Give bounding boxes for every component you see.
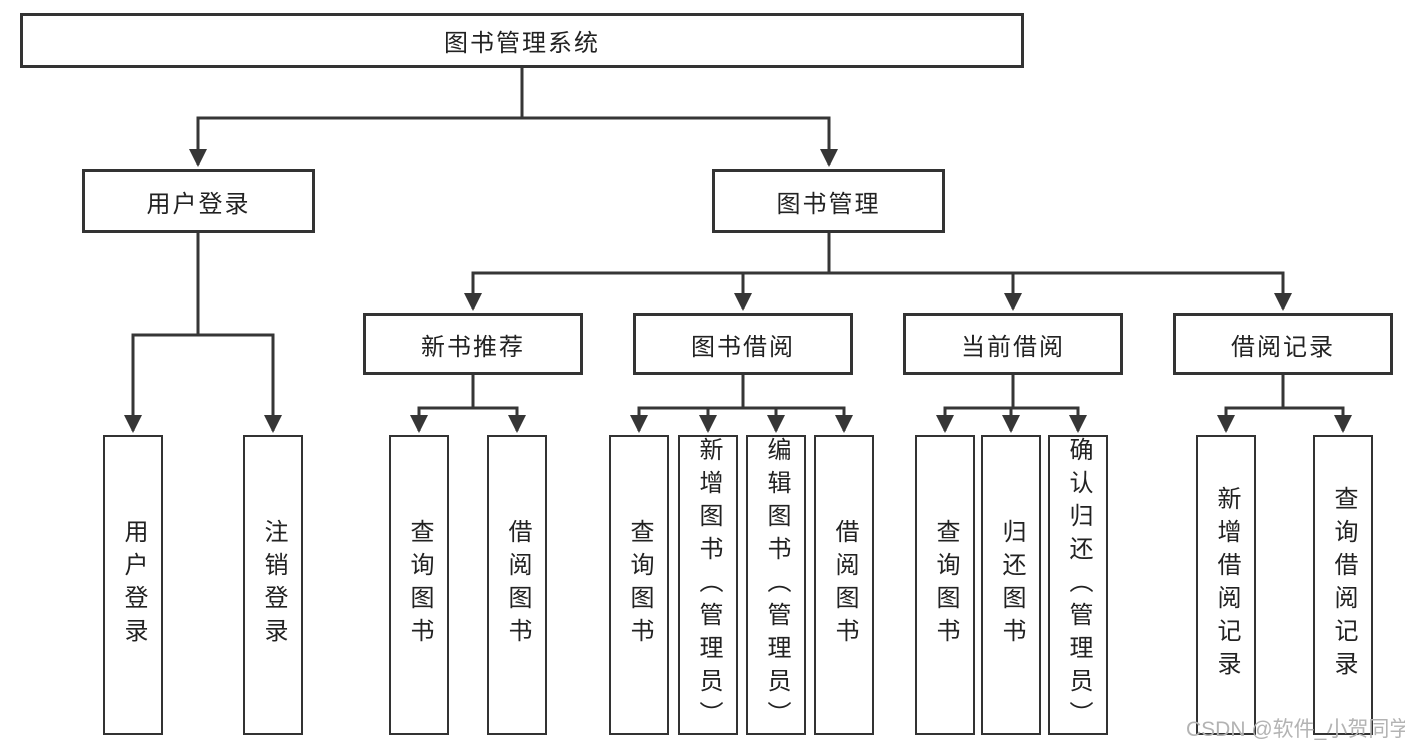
leaf-borrow-borrow-book: 借阅图书 <box>814 435 874 735</box>
leaf-borrow-edit-book: 编辑图书（管理员） <box>746 435 806 735</box>
leaf-borrow-borrow-book-label: 借阅图书 <box>831 519 858 651</box>
leaf-user-login-label: 用户登录 <box>120 519 147 651</box>
csdn-watermark: CSDN @软件_小贺同学 <box>1186 718 1405 741</box>
leaf-user-login: 用户登录 <box>103 435 163 735</box>
node-borrow-records: 借阅记录 <box>1173 313 1393 375</box>
leaf-borrow-add-book-label: 新增图书（管理员） <box>695 437 722 734</box>
leaf-records-query-record: 查询借阅记录 <box>1313 435 1373 735</box>
connector-book-mgmt-to-level3 <box>464 231 1292 311</box>
leaf-borrow-edit-book-label: 编辑图书（管理员） <box>763 437 790 734</box>
node-user-login: 用户登录 <box>82 169 315 233</box>
node-new-book-rec: 新书推荐 <box>363 313 583 375</box>
leaf-borrow-query-book-label: 查询图书 <box>626 519 653 651</box>
node-book-mgmt-label: 图书管理 <box>776 190 881 218</box>
node-user-login-label: 用户登录 <box>146 190 251 218</box>
leaf-current-confirm-return-label: 确认归还（管理员） <box>1065 437 1092 734</box>
leaf-current-return-book: 归还图书 <box>981 435 1041 735</box>
leaf-rec-borrow-book: 借阅图书 <box>487 435 547 735</box>
node-book-borrow-label: 图书借阅 <box>691 333 795 361</box>
connector-root-to-level2 <box>189 66 838 167</box>
node-current-borrow-label: 当前借阅 <box>961 333 1065 361</box>
leaf-borrow-query-book: 查询图书 <box>609 435 669 735</box>
connector-new-book-rec-children <box>410 373 526 433</box>
connector-user-login-children <box>124 231 282 433</box>
connector-current-borrow-children <box>936 373 1087 433</box>
leaf-current-return-book-label: 归还图书 <box>998 519 1025 651</box>
node-root-label: 图书管理系统 <box>444 30 600 57</box>
leaf-records-add-record-label: 新增借阅记录 <box>1213 486 1240 684</box>
leaf-rec-query-book: 查询图书 <box>389 435 449 735</box>
leaf-rec-query-book-label: 查询图书 <box>406 519 433 651</box>
node-new-book-rec-label: 新书推荐 <box>421 333 525 361</box>
node-book-borrow: 图书借阅 <box>633 313 853 375</box>
node-book-mgmt: 图书管理 <box>712 169 945 233</box>
leaf-current-query-book: 查询图书 <box>915 435 975 735</box>
node-current-borrow: 当前借阅 <box>903 313 1123 375</box>
leaf-current-confirm-return: 确认归还（管理员） <box>1048 435 1108 735</box>
leaf-borrow-add-book: 新增图书（管理员） <box>678 435 738 735</box>
leaf-current-query-book-label: 查询图书 <box>932 519 959 651</box>
leaf-logout: 注销登录 <box>243 435 303 735</box>
node-borrow-records-label: 借阅记录 <box>1231 333 1335 361</box>
leaf-records-query-record-label: 查询借阅记录 <box>1330 486 1357 684</box>
leaf-logout-label: 注销登录 <box>260 519 287 651</box>
leaf-records-add-record: 新增借阅记录 <box>1196 435 1256 735</box>
node-root-system: 图书管理系统 <box>20 13 1024 68</box>
connector-book-borrow-children <box>630 373 853 433</box>
leaf-rec-borrow-book-label: 借阅图书 <box>504 519 531 651</box>
connector-borrow-records-children <box>1217 373 1352 433</box>
